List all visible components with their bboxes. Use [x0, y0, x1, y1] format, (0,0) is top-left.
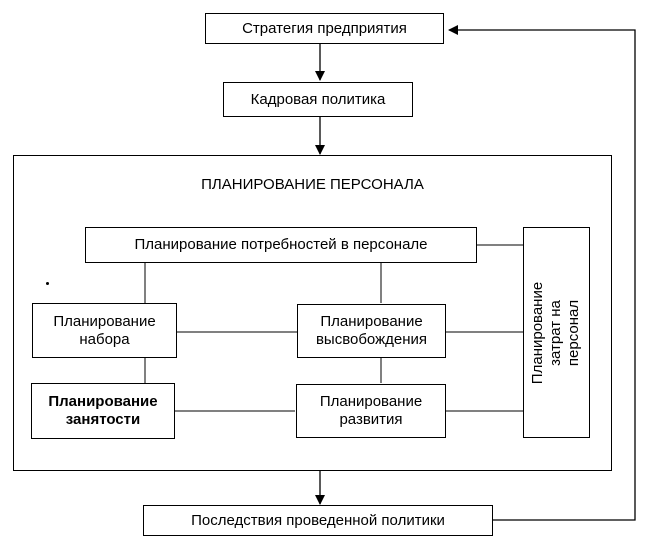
node-costs-label-2: затрат на [547, 299, 565, 366]
node-development: Планирование развития [296, 384, 446, 438]
node-employment-label-2: занятости [65, 411, 141, 428]
node-recruitment: Планирование набора [32, 303, 177, 358]
node-release-label-1: Планирование [320, 313, 423, 330]
node-costs: Планирование затрат на персонал [523, 227, 590, 438]
node-release-label-2: высвобождения [315, 331, 428, 348]
personnel-planning-container [13, 155, 612, 471]
node-costs-label-3: персонал [565, 299, 583, 366]
node-development-label-2: развития [339, 411, 403, 428]
node-needs: Планирование потребностей в персонале [85, 227, 477, 263]
node-strategy: Стратегия предприятия [205, 13, 444, 44]
node-recruitment-label-2: набора [79, 330, 130, 348]
node-employment-label-1: Планирование [48, 393, 158, 410]
personnel-planning-title: ПЛАНИРОВАНИЕ ПЕРСОНАЛА [201, 176, 424, 193]
node-costs-label-1: Планирование [529, 281, 547, 384]
node-recruitment-label-1: Планирование [53, 312, 156, 330]
node-costs-label: Планирование затрат на персонал [530, 281, 584, 383]
node-development-label-1: Планирование [319, 393, 423, 410]
node-hr-policy: Кадровая политика [223, 82, 413, 117]
node-strategy-label: Стратегия предприятия [242, 19, 407, 37]
stray-dot [46, 282, 49, 285]
node-needs-label: Планирование потребностей в персонале [134, 236, 428, 253]
edge-feedback-loop [448, 25, 636, 521]
node-release: Планирование высвобождения [297, 304, 446, 358]
node-employment: Планирование занятости [31, 383, 175, 439]
node-consequences-label: Последствия проведенной политики [191, 511, 445, 529]
node-hr-policy-label: Кадровая политика [250, 90, 386, 108]
node-consequences: Последствия проведенной политики [143, 505, 493, 536]
